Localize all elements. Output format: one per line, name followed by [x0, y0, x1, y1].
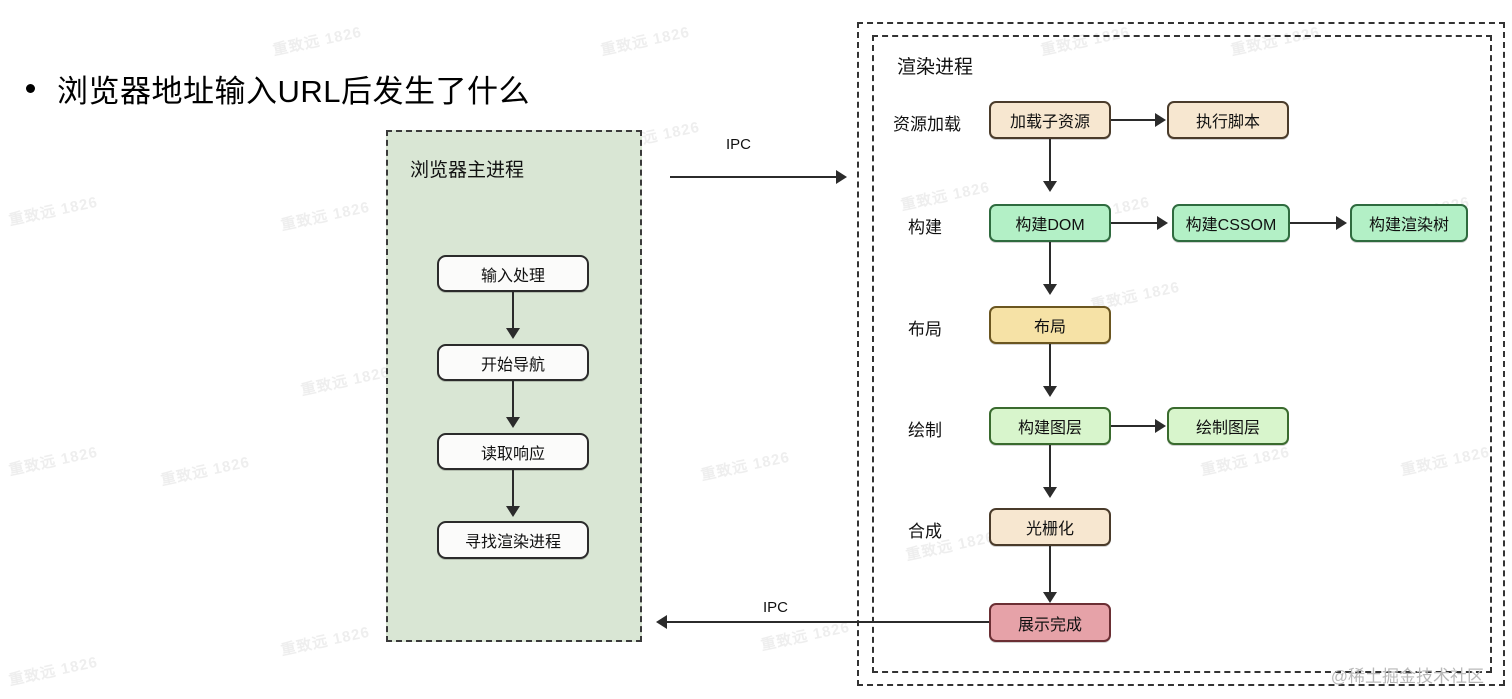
- arrow-down-icon: [1043, 181, 1057, 192]
- connector-line: [1049, 445, 1051, 489]
- node-find-render-process[interactable]: 寻找渲染进程: [437, 521, 589, 559]
- watermark: 重致远 1826: [271, 23, 364, 60]
- node-build-layers[interactable]: 构建图层: [989, 407, 1111, 445]
- node-read-response[interactable]: 读取响应: [437, 433, 589, 470]
- arrow-down-icon: [506, 417, 520, 428]
- connector-line: [1049, 344, 1051, 388]
- ipc-label-top: IPC: [726, 136, 752, 153]
- node-execute-script[interactable]: 执行脚本: [1167, 101, 1289, 139]
- render-process-outer-panel: [857, 22, 1505, 686]
- node-rasterize[interactable]: 光栅化: [989, 508, 1111, 546]
- arrow-down-icon: [1043, 487, 1057, 498]
- arrow-right-icon: [1157, 216, 1168, 230]
- watermark: 重致远 1826: [7, 653, 100, 690]
- render-process-inner-panel: [872, 35, 1492, 673]
- connector-line: [512, 470, 514, 508]
- arrow-down-icon: [506, 506, 520, 517]
- node-display-complete[interactable]: 展示完成: [989, 603, 1111, 642]
- node-load-subresources[interactable]: 加载子资源: [989, 101, 1111, 139]
- connector-line: [512, 381, 514, 419]
- watermark: 重致远 1826: [159, 453, 252, 490]
- watermark: 重致远 1826: [699, 448, 792, 485]
- watermark: 重致远 1826: [7, 443, 100, 480]
- node-build-dom[interactable]: 构建DOM: [989, 204, 1111, 242]
- node-input-handling[interactable]: 输入处理: [437, 255, 589, 292]
- connector-line: [1049, 139, 1051, 183]
- watermark: 重致远 1826: [279, 198, 372, 235]
- ipc-line-top: [670, 176, 836, 178]
- arrow-left-icon: [656, 615, 667, 629]
- page-title: 浏览器地址输入URL后发生了什么: [26, 66, 530, 111]
- arrow-right-icon: [1155, 419, 1166, 433]
- connector-line: [1111, 119, 1155, 121]
- connector-line: [1111, 222, 1157, 224]
- watermark: 重致远 1826: [7, 193, 100, 230]
- watermark: 重致远 1826: [299, 363, 392, 400]
- browser-process-title: 浏览器主进程: [410, 160, 525, 181]
- community-credit: @稀土掘金技术社区: [1330, 667, 1484, 686]
- node-build-cssom[interactable]: 构建CSSOM: [1172, 204, 1290, 242]
- node-start-navigation[interactable]: 开始导航: [437, 344, 589, 381]
- node-paint-layers[interactable]: 绘制图层: [1167, 407, 1289, 445]
- arrow-down-icon: [1043, 284, 1057, 295]
- ipc-line-bottom: [667, 621, 989, 623]
- connector-line: [512, 292, 514, 330]
- arrow-down-icon: [1043, 592, 1057, 603]
- row-label-resource-loading: 资源加载: [893, 115, 961, 134]
- page-title-text: 浏览器地址输入URL后发生了什么: [57, 74, 531, 109]
- row-label-layout: 布局: [908, 320, 942, 339]
- connector-line: [1111, 425, 1155, 427]
- bullet-icon: [26, 84, 35, 93]
- arrow-right-icon: [1336, 216, 1347, 230]
- browser-process-panel: [386, 130, 642, 642]
- connector-line: [1290, 222, 1336, 224]
- arrow-right-icon: [836, 170, 847, 184]
- ipc-label-bottom: IPC: [763, 599, 789, 616]
- arrow-down-icon: [1043, 386, 1057, 397]
- row-label-paint: 绘制: [908, 421, 942, 440]
- node-build-render-tree[interactable]: 构建渲染树: [1350, 204, 1468, 242]
- render-process-title: 渲染进程: [897, 57, 974, 78]
- arrow-down-icon: [506, 328, 520, 339]
- arrow-right-icon: [1155, 113, 1166, 127]
- watermark: 重致远 1826: [279, 623, 372, 660]
- connector-line: [1049, 546, 1051, 594]
- connector-line: [1049, 242, 1051, 286]
- row-label-composite: 合成: [908, 522, 942, 541]
- node-layout[interactable]: 布局: [989, 306, 1111, 344]
- watermark: 重致远 1826: [599, 23, 692, 60]
- row-label-build: 构建: [908, 218, 942, 237]
